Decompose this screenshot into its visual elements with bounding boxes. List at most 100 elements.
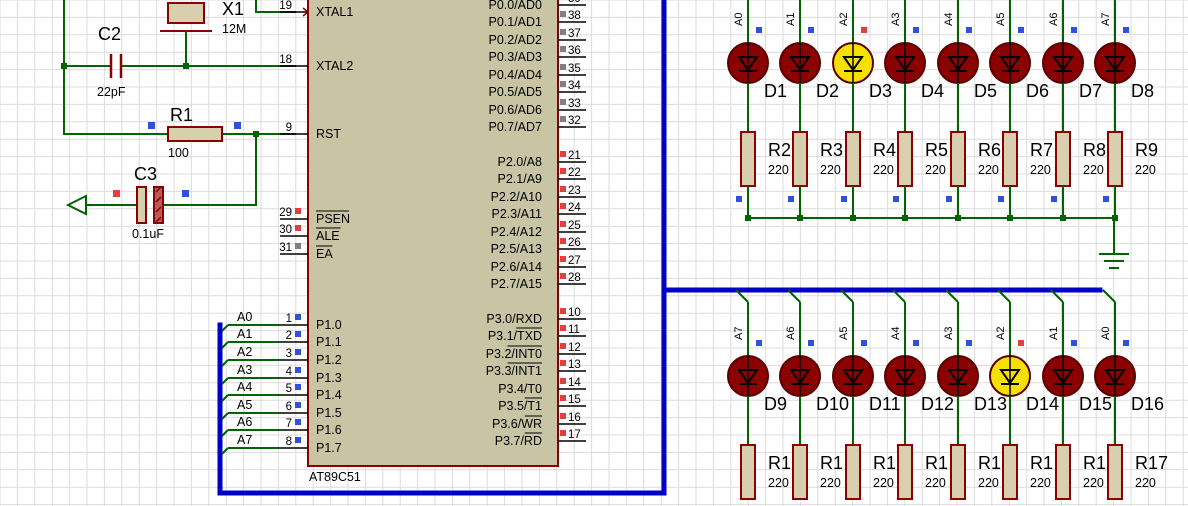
pin-state-marker (861, 27, 867, 33)
pin-state-marker (295, 349, 301, 355)
led-d2[interactable] (779, 42, 821, 84)
resistor-r1[interactable] (740, 444, 756, 500)
pin-label: P0.2/AD2 (488, 33, 542, 47)
resistor-r3[interactable] (792, 131, 808, 187)
resistor-r8[interactable] (1055, 131, 1071, 187)
led-d12[interactable] (884, 355, 926, 397)
resistor-name: R5 (925, 140, 948, 160)
led-label: D16 (1131, 394, 1164, 414)
resistor-r4[interactable] (845, 131, 861, 187)
crystal-x1[interactable]: X1 12M (160, 0, 246, 44)
resistor-r1[interactable] (1002, 444, 1018, 500)
led-d7[interactable] (1042, 42, 1084, 84)
pin-state-marker (295, 419, 301, 425)
resistor-r5[interactable] (897, 131, 913, 187)
resistor-r2[interactable] (740, 131, 756, 187)
pin-p0-0-ad0[interactable]: 39P0.0/AD0 (488, 0, 586, 12)
pin-number: 37 (568, 28, 581, 40)
led-d5[interactable] (937, 42, 979, 84)
resistor-r1[interactable] (897, 444, 913, 500)
led-d3[interactable] (832, 42, 874, 84)
resistor-r1[interactable] (1055, 444, 1071, 500)
led-d14[interactable] (989, 355, 1031, 397)
led-d6[interactable] (989, 42, 1031, 84)
pin-state-marker (946, 196, 952, 202)
pin-number: 5 (286, 383, 292, 395)
microcontroller-at89c51[interactable]: AT89C51 (307, 0, 559, 484)
resistor-r6[interactable] (950, 131, 966, 187)
resistor-r1[interactable] (792, 444, 808, 500)
pin-state-marker (1123, 27, 1129, 33)
led-d15[interactable] (1042, 355, 1084, 397)
led-d13[interactable] (937, 355, 979, 397)
pin-state-marker (1071, 340, 1077, 346)
capacitor-c2[interactable]: C2 22pF (97, 24, 126, 99)
led-d8[interactable] (1094, 42, 1136, 84)
pin-label: ALE (316, 229, 340, 243)
pin-p0-2-ad2[interactable]: 37 P0.2/AD2 (488, 28, 586, 47)
resistor-r1[interactable] (950, 444, 966, 500)
pin-label: P0.4/AD4 (488, 68, 542, 82)
led-d10[interactable] (779, 355, 821, 397)
led-d11[interactable] (832, 355, 874, 397)
net-label: A7 (237, 433, 252, 447)
led-d4[interactable] (884, 42, 926, 84)
resistor-value: 220 (1030, 163, 1051, 177)
led-d1[interactable] (727, 42, 769, 84)
led-d16[interactable] (1094, 355, 1136, 397)
pin-label: P1.2 (316, 353, 342, 367)
led-d9[interactable] (727, 355, 769, 397)
pin-number: 25 (568, 220, 581, 232)
c2-value: 22pF (97, 85, 126, 99)
resistor-r1[interactable] (845, 444, 861, 500)
resistor-r1[interactable]: R1 100 (167, 105, 223, 160)
resistor-r17[interactable] (1107, 444, 1123, 500)
resistor-r7[interactable] (1002, 131, 1018, 187)
resistor-r9[interactable] (1107, 131, 1123, 187)
net-label: A5 (237, 398, 252, 412)
capacitor-c3[interactable]: C3 0.1uF (132, 164, 164, 241)
